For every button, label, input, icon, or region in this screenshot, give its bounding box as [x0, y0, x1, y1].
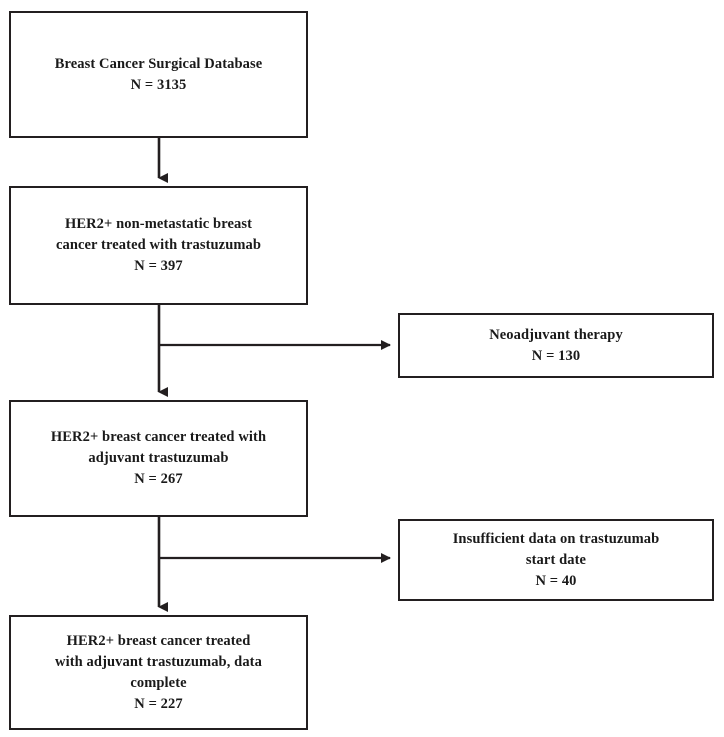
node-label-x1: Neoadjuvant therapy N = 130 — [489, 326, 623, 364]
node-exclusion-neoadjuvant-therapy: Neoadjuvant therapy N = 130 — [398, 313, 714, 378]
node-label-b3: HER2+ breast cancer treated with adjuvan… — [50, 429, 267, 487]
node-her2-adjuvant-trastuzumab: HER2+ breast cancer treated with adjuvan… — [9, 400, 308, 517]
node-breast-cancer-surgical-database: Breast Cancer Surgical Database N = 3135 — [9, 11, 308, 138]
node-label-b2: HER2+ non-metastatic breast cancer treat… — [55, 216, 262, 274]
node-her2-adjuvant-trastuzumab-data-complete: HER2+ breast cancer treated with adjuvan… — [9, 615, 308, 730]
node-exclusion-insufficient-data: Insufficient data on trastuzumab start d… — [398, 519, 714, 601]
node-her2-nonmetastatic-trastuzumab: HER2+ non-metastatic breast cancer treat… — [9, 186, 308, 305]
node-label-b4: HER2+ breast cancer treated with adjuvan… — [55, 632, 262, 712]
node-label-x2: Insufficient data on trastuzumab start d… — [452, 530, 660, 589]
node-label-b1: Breast Cancer Surgical Database N = 3135 — [54, 55, 263, 93]
